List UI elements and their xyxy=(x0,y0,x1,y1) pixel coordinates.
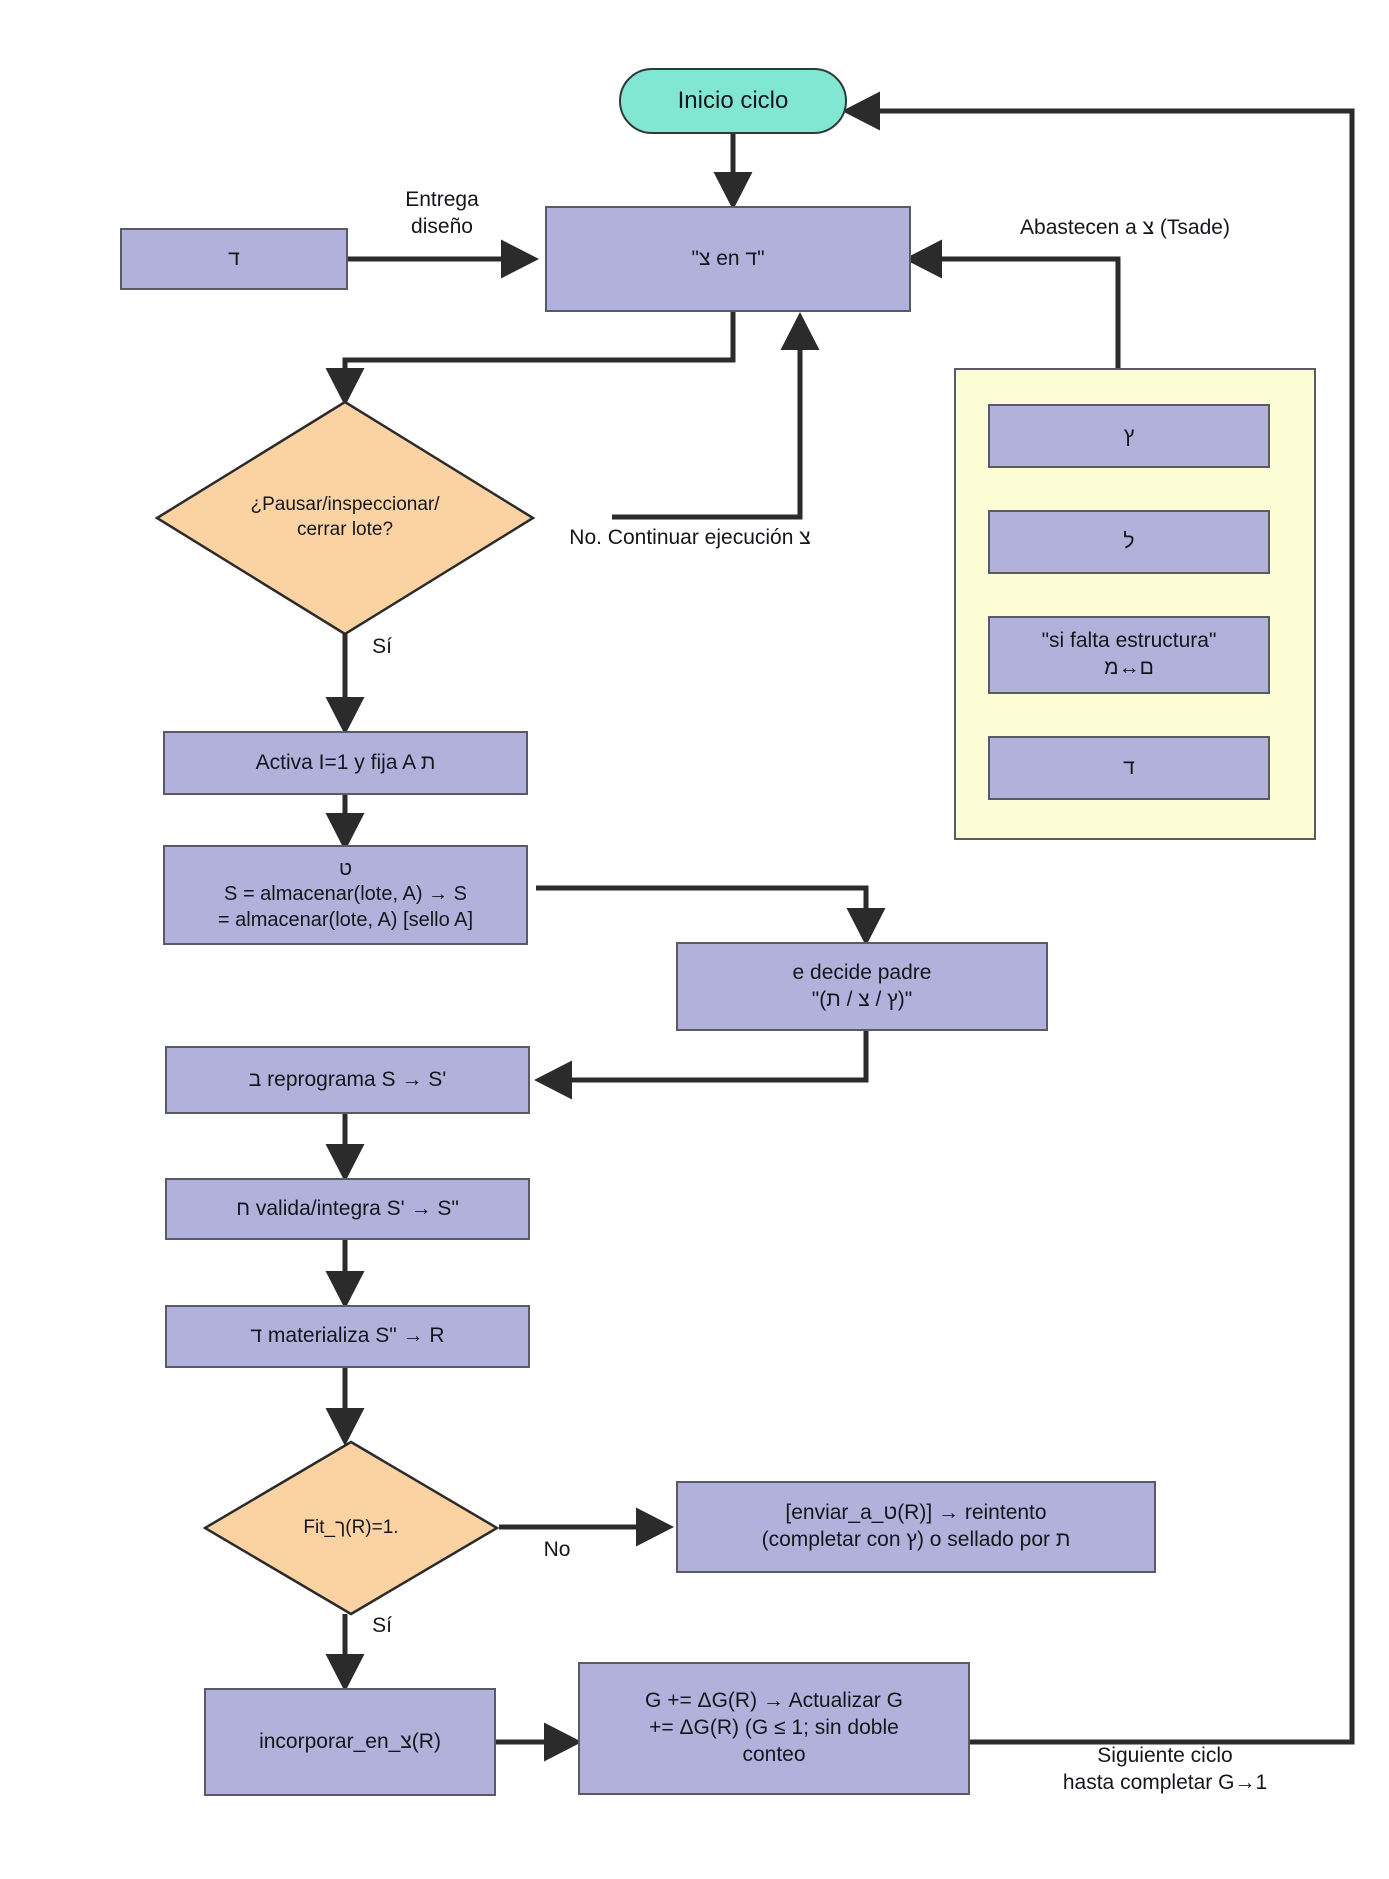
node-decision-fit-label: Fit_ך(R)=1. xyxy=(303,1516,399,1538)
node-reprogram-label: ב reprograma S → S' xyxy=(248,1067,447,1091)
node-incorporate-label: incorporar_en_צ(R) xyxy=(259,1729,441,1753)
node-start[interactable]: Inicio ciclo xyxy=(619,68,847,134)
panel-item-3[interactable]: ד xyxy=(988,736,1270,800)
edge-label-yes-fit: Sí xyxy=(372,1614,392,1638)
edge-label-yes-pause: Sí xyxy=(372,635,392,659)
edge-label-next-cycle: Siguiente ciclo hasta completar G→1 xyxy=(1062,1743,1268,1794)
node-supplier-label: ד xyxy=(228,246,240,270)
panel-item-2[interactable]: "si falta estructura" ם↔מ xyxy=(988,616,1270,694)
node-update-g[interactable]: G += ΔG(R) → Actualizar G += ΔG(R) (G ≤ … xyxy=(578,1662,970,1795)
resource-panel: ץ ל "si falta estructura" ם↔מ ד xyxy=(954,368,1316,840)
node-decide-parent[interactable]: e decide padre "(ץ / צ / ת)" xyxy=(676,942,1048,1031)
node-start-label: Inicio ciclo xyxy=(677,86,789,114)
node-validate[interactable]: ח valida/integra S' → S" xyxy=(165,1178,530,1240)
node-retry-label: [enviar_a_ט(R)] → reintento (completar c… xyxy=(761,1501,1071,1551)
node-materialize-label: ד materializa S" → R xyxy=(250,1324,445,1348)
panel-item-0[interactable]: ץ xyxy=(988,404,1270,468)
edge-label-supply: Abastecen a צ (Tsade) xyxy=(1020,216,1230,240)
panel-item-3-label: ד xyxy=(1123,755,1135,779)
node-validate-label: ח valida/integra S' → S" xyxy=(236,1196,459,1220)
edge-label-delivery: Entrega diseño xyxy=(405,187,479,238)
node-decision-pause-label: ¿Pausar/inspeccionar/ cerrar lote? xyxy=(250,494,440,540)
node-decision-pause[interactable]: ¿Pausar/inspeccionar/ cerrar lote? xyxy=(155,400,535,636)
edge-label-no-fit: No xyxy=(543,1538,571,1562)
node-supplier[interactable]: ד xyxy=(120,228,348,290)
edge-label-continue: No. Continuar ejecución צ xyxy=(569,526,811,550)
node-main-process-label: "צ en ד" xyxy=(691,246,765,270)
node-store[interactable]: ט S = almacenar(lote, A) → S = almacenar… xyxy=(163,845,528,945)
node-update-g-label: G += ΔG(R) → Actualizar G += ΔG(R) (G ≤ … xyxy=(645,1689,903,1766)
node-incorporate[interactable]: incorporar_en_צ(R) xyxy=(204,1688,496,1796)
node-activate-label: Activa I=1 y fija A ת xyxy=(255,750,436,774)
panel-item-1-label: ל xyxy=(1123,529,1135,553)
panel-item-2-label: "si falta estructura" ם↔מ xyxy=(1041,629,1217,679)
node-decision-fit[interactable]: Fit_ך(R)=1. xyxy=(203,1440,499,1616)
panel-item-0-label: ץ xyxy=(1123,423,1135,447)
node-reprogram[interactable]: ב reprograma S → S' xyxy=(165,1046,530,1114)
node-main-process[interactable]: "צ en ד" xyxy=(545,206,911,312)
node-store-label: ט S = almacenar(lote, A) → S = almacenar… xyxy=(217,857,474,931)
node-materialize[interactable]: ד materializa S" → R xyxy=(165,1305,530,1368)
node-activate[interactable]: Activa I=1 y fija A ת xyxy=(163,731,528,795)
node-decide-parent-label: e decide padre "(ץ / צ / ת)" xyxy=(792,960,932,1011)
node-retry[interactable]: [enviar_a_ט(R)] → reintento (completar c… xyxy=(676,1481,1156,1573)
panel-item-1[interactable]: ל xyxy=(988,510,1270,574)
